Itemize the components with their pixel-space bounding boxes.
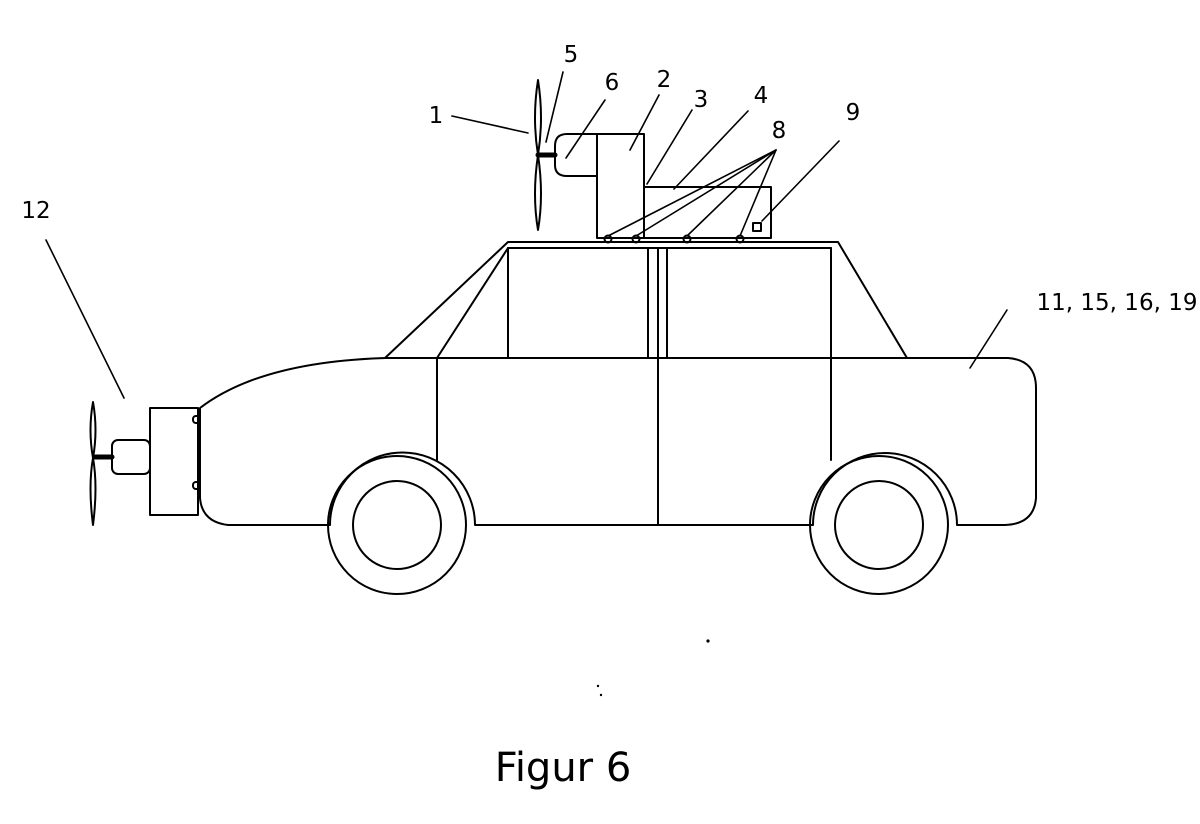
- label-9: 9: [846, 100, 861, 126]
- roof-generator-housing: [596, 133, 645, 239]
- leader-8c: [686, 149, 777, 237]
- roof-connector: [752, 222, 762, 232]
- front-generator-housing: [149, 407, 199, 516]
- front-turbine: [89, 401, 201, 526]
- leader-5: [545, 71, 564, 143]
- roof-nacelle: [554, 133, 598, 177]
- leader-11: [969, 309, 1008, 369]
- roof-blade-lower: [534, 154, 542, 231]
- leader-6: [565, 99, 606, 159]
- a-pillar: [436, 247, 509, 359]
- label-1: 1: [429, 103, 444, 129]
- figure-caption: Figur 6: [495, 745, 632, 791]
- leader-8d: [739, 149, 777, 237]
- front-mount-lower: [192, 481, 201, 490]
- front-mount-upper: [192, 415, 201, 424]
- leader-9: [761, 140, 840, 222]
- front-wheel: [327, 455, 467, 595]
- label-2: 2: [657, 67, 672, 93]
- rear-wheel: [809, 455, 949, 595]
- label-6: 6: [605, 70, 620, 96]
- label-11-15-16-19: 11, 15, 16, 19: [1037, 290, 1198, 316]
- label-3: 3: [694, 87, 709, 113]
- reference-labels: 1 5 6 2 3 4 8 9 12 11, 15, 16, 19: [21, 42, 1197, 316]
- leader-lines: [45, 71, 1008, 399]
- leader-4: [673, 110, 749, 190]
- label-8: 8: [772, 118, 787, 144]
- stray-marks: [596, 639, 710, 697]
- label-12: 12: [21, 198, 50, 224]
- leader-1: [451, 115, 529, 134]
- leader-8b: [635, 149, 777, 237]
- car-body: [199, 241, 1037, 526]
- roof-turbine: [534, 79, 772, 244]
- leader-12: [45, 239, 125, 399]
- leader-8a: [607, 149, 777, 237]
- front-blade-lower: [89, 457, 97, 526]
- leader-2: [629, 94, 660, 151]
- label-4: 4: [754, 83, 769, 109]
- front-nacelle: [111, 439, 151, 475]
- roof-battery-box: [643, 186, 772, 239]
- label-5: 5: [564, 42, 579, 68]
- roof-blade-upper: [534, 79, 542, 156]
- front-blade-upper: [89, 401, 97, 459]
- leader-3: [646, 109, 693, 185]
